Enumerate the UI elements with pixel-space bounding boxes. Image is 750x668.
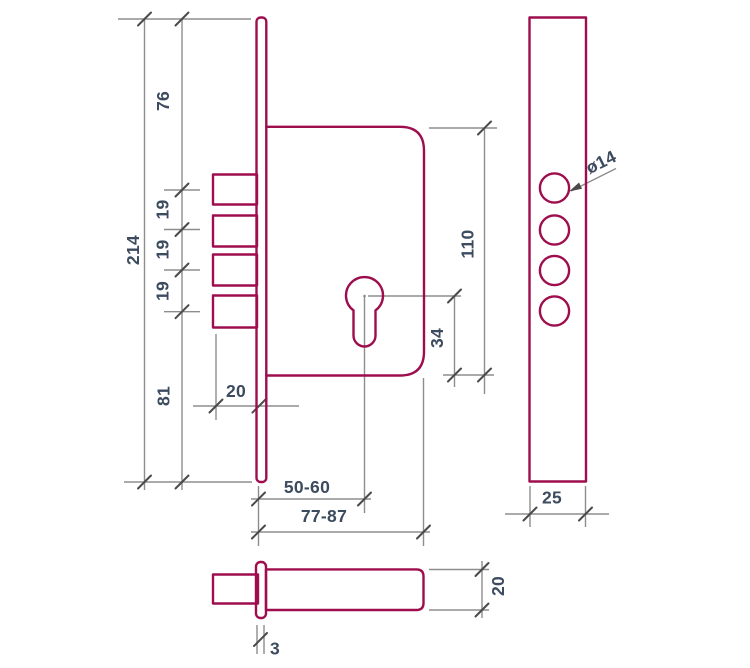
dim-tick <box>447 367 462 383</box>
dim-label-110: 110 <box>458 229 478 258</box>
dim-tick <box>522 506 538 522</box>
dim-tick <box>474 602 490 618</box>
dim-tick <box>447 288 462 304</box>
faceplate-bottom-section <box>254 560 268 620</box>
faceplate-front <box>255 16 268 484</box>
dim-tick <box>174 11 190 27</box>
bolt-hole-4 <box>538 295 571 327</box>
dim-label-25: 25 <box>542 488 562 508</box>
dim-label-19-1: 19 <box>153 199 173 219</box>
dim-tick <box>174 474 190 490</box>
bolt-hole-2 <box>538 214 571 246</box>
bolt-2 <box>211 214 259 248</box>
cylinder-keyhole <box>344 275 385 348</box>
dim-tick <box>174 182 190 198</box>
dim-tick <box>137 11 152 27</box>
bolt-1 <box>211 173 259 206</box>
dim-tick <box>251 524 266 540</box>
dim-label-50-60: 50-60 <box>284 477 330 497</box>
side-view <box>528 16 588 483</box>
lock-case <box>265 125 426 377</box>
case-bottom <box>264 568 425 612</box>
dim-tick <box>477 367 492 383</box>
dim-tick <box>208 398 224 414</box>
front-view <box>211 16 426 484</box>
dim-label-34: 34 <box>427 328 447 348</box>
bolt-3 <box>211 253 259 287</box>
dim-tick <box>416 524 431 540</box>
dim-label-77-87: 77-87 <box>301 506 347 526</box>
dim-label-81: 81 <box>154 386 174 406</box>
dim-label-3: 3 <box>270 639 280 659</box>
dim-ticks <box>137 11 593 647</box>
dim-tick <box>174 304 190 320</box>
bottom-view <box>211 560 425 620</box>
dim-label-19-2: 19 <box>153 239 173 259</box>
dim-label-214: 214 <box>123 235 143 265</box>
dim-tick <box>474 562 490 577</box>
dim-tick <box>174 222 190 237</box>
keyhole-center-dot <box>363 294 366 298</box>
dim-tick <box>578 506 593 522</box>
dim-tick <box>357 491 372 507</box>
dim-tick <box>251 398 267 414</box>
dim-tick <box>251 491 266 507</box>
dim-label-20-case: 20 <box>488 576 508 596</box>
bolt-4 <box>211 294 259 329</box>
faceplate-side <box>528 16 588 483</box>
dim-label-76: 76 <box>153 91 173 111</box>
dim-label-19-3: 19 <box>153 281 173 301</box>
dim-tick <box>137 474 152 490</box>
dim-tick <box>253 632 268 647</box>
bolt-hole-1 <box>538 172 571 204</box>
dimension-labels: 76 19 19 19 214 81 20 50-60 77-87 110 34… <box>123 91 619 659</box>
bolt-bottom <box>211 573 260 605</box>
dim-tick <box>174 262 190 278</box>
dimension-lines <box>118 18 617 654</box>
dim-label-hole-diameter: ø14 <box>583 146 620 178</box>
dim-tick <box>477 120 492 136</box>
bolt-hole-3 <box>538 254 571 287</box>
leader-arrowhead <box>569 182 582 192</box>
dim-label-20-bolt: 20 <box>226 381 246 401</box>
